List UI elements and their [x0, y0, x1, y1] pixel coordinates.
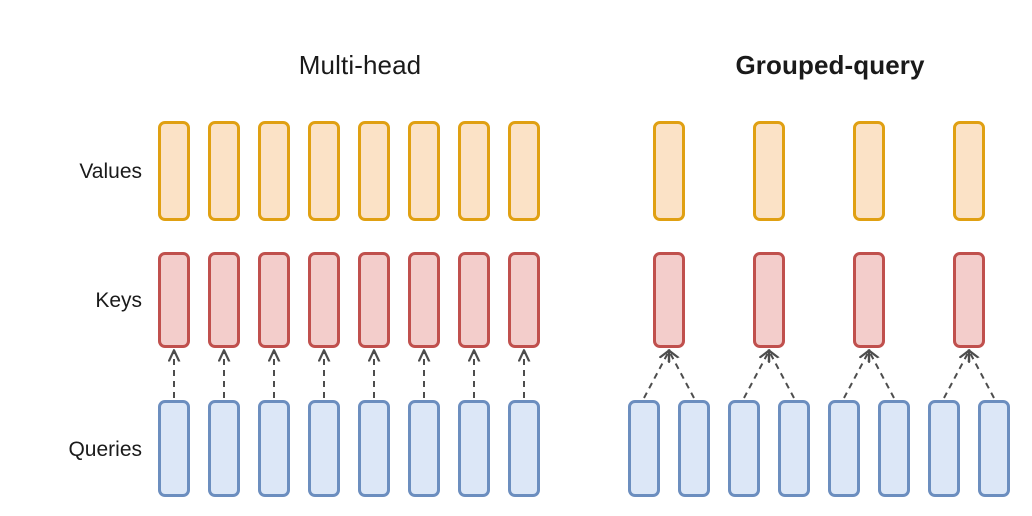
- values-box: [853, 121, 885, 221]
- values-box: [258, 121, 290, 221]
- keys-box: [853, 252, 885, 348]
- connector-lines: [174, 351, 995, 399]
- panel-title-grouped-query: Grouped-query: [735, 50, 925, 80]
- queries-box: [408, 400, 440, 497]
- queries-box: [308, 400, 340, 497]
- queries-box: [628, 400, 660, 497]
- query-key-connector: [669, 351, 695, 399]
- queries-box: [458, 400, 490, 497]
- row-label-values: Values: [79, 160, 142, 183]
- keys-box: [208, 252, 240, 348]
- query-key-connector: [743, 351, 769, 399]
- values-box: [753, 121, 785, 221]
- queries-box: [828, 400, 860, 497]
- query-key-connector: [843, 351, 869, 399]
- row-label-keys: Keys: [95, 289, 142, 312]
- queries-box: [778, 400, 810, 497]
- values-box: [953, 121, 985, 221]
- queries-box: [928, 400, 960, 497]
- values-box: [158, 121, 190, 221]
- row-label-queries: Queries: [68, 438, 142, 461]
- query-key-connector: [643, 351, 669, 399]
- query-key-connector: [769, 351, 795, 399]
- queries-box: [508, 400, 540, 497]
- panel-title-multi-head: Multi-head: [298, 50, 422, 80]
- keys-box: [508, 252, 540, 348]
- query-key-connector: [943, 351, 969, 399]
- keys-box: [753, 252, 785, 348]
- values-box: [653, 121, 685, 221]
- queries-box: [158, 400, 190, 497]
- queries-box: [878, 400, 910, 497]
- queries-box: [358, 400, 390, 497]
- queries-box: [678, 400, 710, 497]
- values-box: [458, 121, 490, 221]
- keys-box: [458, 252, 490, 348]
- queries-box: [978, 400, 1010, 497]
- values-box: [508, 121, 540, 221]
- keys-box: [408, 252, 440, 348]
- queries-box: [728, 400, 760, 497]
- keys-box: [653, 252, 685, 348]
- values-box: [408, 121, 440, 221]
- queries-box: [258, 400, 290, 497]
- query-key-connector: [969, 351, 995, 399]
- keys-box: [358, 252, 390, 348]
- keys-box: [258, 252, 290, 348]
- values-box: [308, 121, 340, 221]
- keys-box: [308, 252, 340, 348]
- queries-box: [208, 400, 240, 497]
- keys-box: [953, 252, 985, 348]
- values-box: [358, 121, 390, 221]
- keys-box: [158, 252, 190, 348]
- query-key-connector: [869, 351, 895, 399]
- values-box: [208, 121, 240, 221]
